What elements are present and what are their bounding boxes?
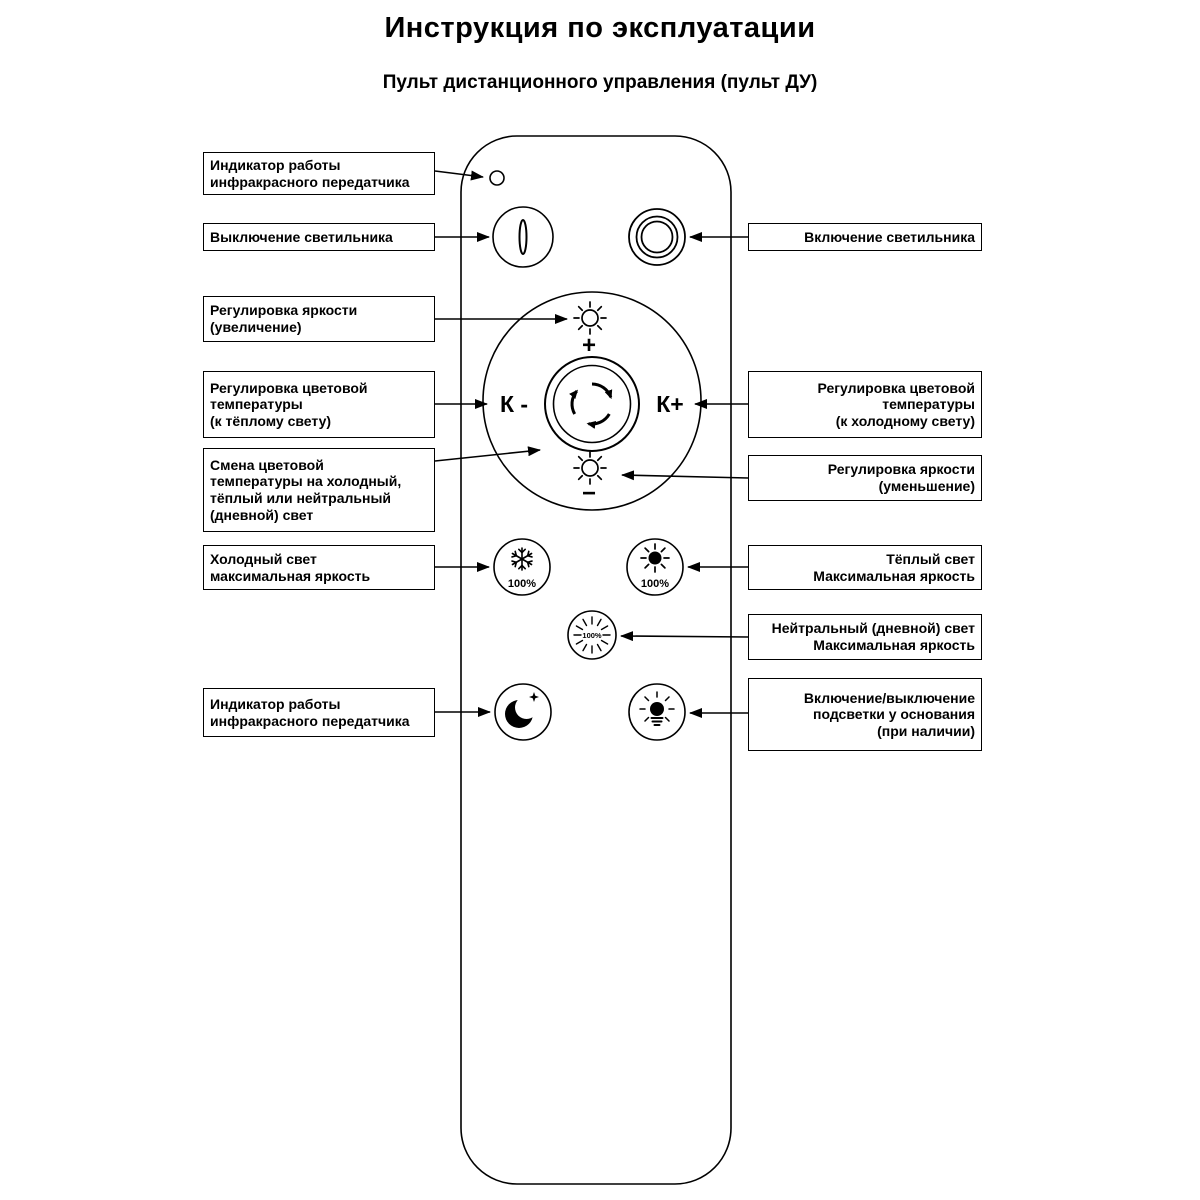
label-text: Регулировка яркости (увеличение): [210, 302, 358, 335]
k-plus-label: К+: [656, 391, 683, 417]
label-ir-indicator-top: Индикатор работы инфракрасного передатчи…: [203, 152, 435, 195]
label-temp-cold: Регулировка цветовой температуры (к холо…: [748, 371, 982, 438]
arrow-neutral-max: [620, 631, 749, 642]
label-text: Включение/выключение подсветки у основан…: [803, 689, 975, 739]
base-light-button: [628, 683, 686, 741]
bulb-icon: [639, 691, 675, 726]
page-subtitle: Пульт дистанционного управления (пульт Д…: [382, 72, 818, 93]
power-off-button: [492, 206, 554, 268]
cycle-arrows-icon: [569, 382, 613, 429]
label-text: Включение светильника: [804, 228, 975, 245]
power-off-bar-icon: [518, 219, 528, 255]
neutral-max-button: 100%: [567, 610, 617, 660]
label-warm-max: Тёплый свет Максимальная яркость: [748, 545, 982, 590]
color-cycle-button: [544, 356, 640, 452]
arrow-ir-top: [434, 170, 484, 181]
label-power-off: Выключение светильника: [203, 223, 435, 251]
ir-indicator-led: [489, 170, 505, 186]
warm-max-button: 100%: [626, 538, 684, 596]
label-cold-max: Холодный свет максимальная яркость: [203, 545, 435, 590]
label-brightness-down: Регулировка яркости (уменьшение): [748, 455, 982, 501]
label-text: Индикатор работы инфракрасного передатчи…: [210, 156, 410, 190]
label-text: Тёплый свет Максимальная яркость: [813, 550, 975, 584]
label-text: Регулировка яркости (уменьшение): [827, 461, 975, 494]
arrow-brightness-down: [621, 470, 749, 481]
star-icon: [529, 692, 539, 702]
plus-sign: +: [582, 332, 596, 359]
label-text: Смена цветовой температуры на холодный, …: [210, 456, 402, 523]
label-text: Индикатор работы инфракрасного передатчи…: [210, 695, 410, 729]
night-mode-button: [494, 683, 552, 741]
label-brightness-up: Регулировка яркости (увеличение): [203, 296, 435, 342]
neutral-percent-label: 100%: [582, 631, 602, 640]
minus-sign: −: [582, 480, 596, 507]
power-on-ring-icon: [635, 215, 679, 259]
remote-body: [460, 135, 732, 1185]
label-power-on: Включение светильника: [748, 223, 982, 251]
moon-icon: [505, 692, 539, 728]
label-temp-change: Смена цветовой температуры на холодный, …: [203, 448, 435, 532]
label-ir-indicator-bottom: Индикатор работы инфракрасного передатчи…: [203, 688, 435, 737]
page-title: Инструкция по эксплуатации: [384, 12, 816, 44]
warm-sun-icon: [641, 544, 669, 572]
label-text: Регулировка цветовой температуры (к тёпл…: [210, 379, 368, 429]
label-text: Нейтральный (дневной) свет Максимальная …: [771, 620, 975, 653]
arrow-temp-change: [434, 446, 541, 462]
k-minus-label: К -: [500, 391, 528, 417]
cold-percent-label: 100%: [508, 578, 536, 590]
label-base-light: Включение/выключение подсветки у основан…: [748, 678, 982, 751]
power-on-button: [628, 208, 686, 266]
warm-percent-label: 100%: [641, 578, 669, 590]
label-temp-warm: Регулировка цветовой температуры (к тёпл…: [203, 371, 435, 438]
label-text: Холодный свет максимальная яркость: [210, 550, 371, 584]
label-text: Выключение светильника: [210, 228, 393, 245]
cold-max-button: 100%: [493, 538, 551, 596]
label-text: Регулировка цветовой температуры (к холо…: [817, 379, 975, 429]
annotation-arrows: [434, 170, 749, 718]
label-neutral-max: Нейтральный (дневной) свет Максимальная …: [748, 614, 982, 660]
